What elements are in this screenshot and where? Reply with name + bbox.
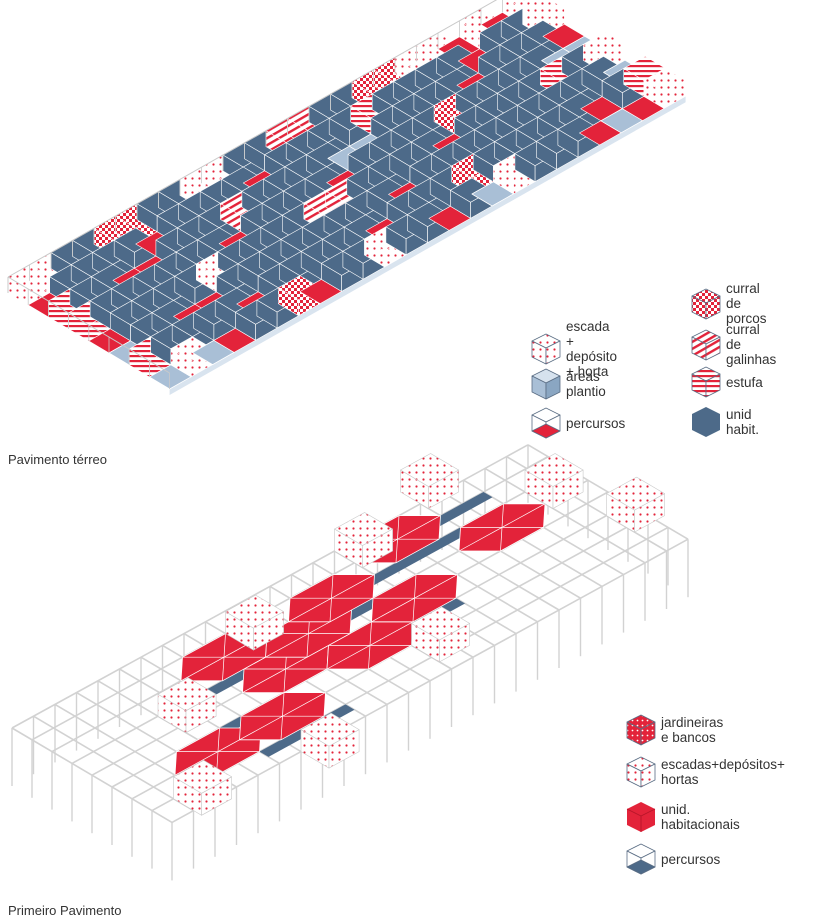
first-floor-plan [11, 444, 689, 881]
housing-swatch-icon [626, 802, 656, 832]
housing-block-line [288, 574, 375, 623]
housing-block-line [458, 503, 546, 552]
ground-cell [507, 0, 539, 9]
legend-label: unid. habitacionais [661, 802, 740, 832]
planters-swatch-icon [626, 714, 656, 746]
swatch-right-face [705, 373, 721, 398]
legend-item-housing2: unid. habitacionais [625, 800, 740, 834]
dots-swatch-icon [531, 333, 561, 365]
swatch-edge [640, 808, 656, 817]
swatch-floor [531, 423, 561, 439]
first-floor-grid-line [171, 538, 689, 824]
stair-cube [334, 512, 393, 546]
ground-platform-edge [169, 96, 686, 395]
legend-item-housing: unid habit. [690, 405, 759, 439]
legend-label: escadas+depósitos+ hortas [661, 757, 785, 787]
stair-cube [524, 453, 584, 487]
legend-item-chickens: curral de galinhas [690, 322, 776, 367]
legend-item-paths: percursos [530, 406, 625, 440]
stair-cube [300, 712, 360, 747]
ground-frame-edge [7, 0, 498, 278]
legend-item-greenhouse: estufa [690, 365, 763, 399]
ground-floor-plan [7, 0, 686, 395]
swatch-right-face [640, 721, 656, 746]
legend-item-stairs: escada + depósito + horta [530, 319, 617, 379]
legend-label: estufa [726, 374, 763, 390]
stair-cube [411, 606, 470, 641]
ground-cell [643, 67, 686, 93]
swatch-right-face [640, 763, 656, 788]
legend-label: áreas plantio [566, 369, 606, 399]
legend-item-paths2: percursos [625, 842, 720, 876]
swatch-hexagon [692, 407, 720, 437]
legend-label: escada + depósito + horta [566, 319, 618, 379]
legend-item-stairs2: escadas+depósitos+ hortas [625, 755, 785, 789]
legend-item-pigs: curral de porcos [690, 281, 767, 326]
legend-label: unid habit. [726, 407, 760, 437]
paths-swatch-icon [531, 407, 561, 439]
ground-cell [522, 0, 565, 21]
ground-frame-edge [7, 276, 170, 374]
ground-cell [582, 31, 626, 57]
legend-label: curral de galinhas [726, 322, 777, 367]
diagonal-swatch-icon [691, 329, 721, 360]
swatch-right-face [545, 375, 561, 400]
first-floor-caption: Primeiro Pavimento [8, 903, 122, 918]
first-floor-path [353, 527, 470, 592]
swatch-right-face [545, 340, 561, 365]
legend-label: percursos [661, 851, 721, 867]
ground-floor-caption: Pavimento térreo [8, 452, 107, 467]
planting-swatch-icon [531, 368, 561, 400]
stair-cube [157, 677, 217, 712]
legend-item-planting: áreas plantio [530, 367, 606, 401]
swatch-right-face [705, 295, 721, 319]
housing-block-line [371, 574, 458, 623]
paths-swatch-icon [626, 843, 656, 875]
stair-cube [225, 594, 284, 629]
housing-block-line [326, 621, 414, 670]
stair-cube [606, 476, 665, 511]
swatch-edge [626, 808, 642, 817]
legend-item-planters: jardineiras e bancos [625, 713, 723, 747]
legend-label: curral de porcos [726, 281, 767, 326]
legend-label: jardineiras e bancos [661, 715, 724, 745]
swatch-floor [626, 859, 656, 875]
stripes-swatch-icon [691, 366, 721, 398]
housing-swatch-icon [692, 407, 720, 437]
stair-cube [400, 453, 459, 487]
housing-block-line [239, 692, 326, 741]
legend-label: percursos [566, 415, 626, 431]
checker-swatch-icon [691, 288, 721, 319]
stairs-swatch-icon [626, 756, 656, 788]
stair-cube [173, 759, 232, 794]
swatch-right-face [705, 336, 721, 360]
